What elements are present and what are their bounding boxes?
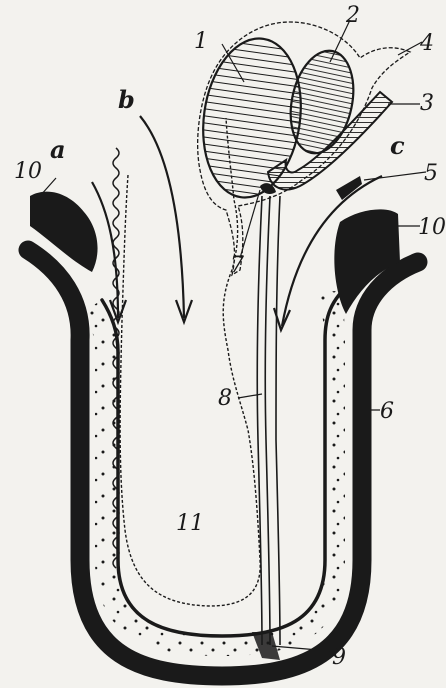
- label-11: 11: [176, 511, 204, 536]
- tube-8-line-b: [265, 196, 270, 645]
- label-6: 6: [380, 399, 394, 424]
- label-2: 2: [345, 3, 360, 28]
- label-1: 1: [194, 29, 208, 54]
- label-10-right: 10: [418, 215, 446, 240]
- label-c: c: [390, 131, 405, 160]
- inner-wall: [102, 282, 352, 636]
- arrow-b: [140, 116, 184, 318]
- label-4: 4: [419, 31, 434, 56]
- leader-7: [240, 190, 260, 258]
- label-10-left: 10: [14, 159, 42, 184]
- tube-8-line-c: [276, 196, 280, 645]
- label-9: 9: [332, 645, 346, 670]
- leader-8: [238, 394, 262, 398]
- label-5: 5: [424, 161, 438, 186]
- label-b: b: [118, 85, 135, 114]
- label-a: a: [50, 135, 66, 164]
- label-7: 7: [230, 253, 244, 278]
- dotted-layer: [72, 290, 355, 656]
- label-3: 3: [420, 91, 434, 116]
- leader-5: [364, 172, 426, 180]
- label-8: 8: [218, 386, 232, 411]
